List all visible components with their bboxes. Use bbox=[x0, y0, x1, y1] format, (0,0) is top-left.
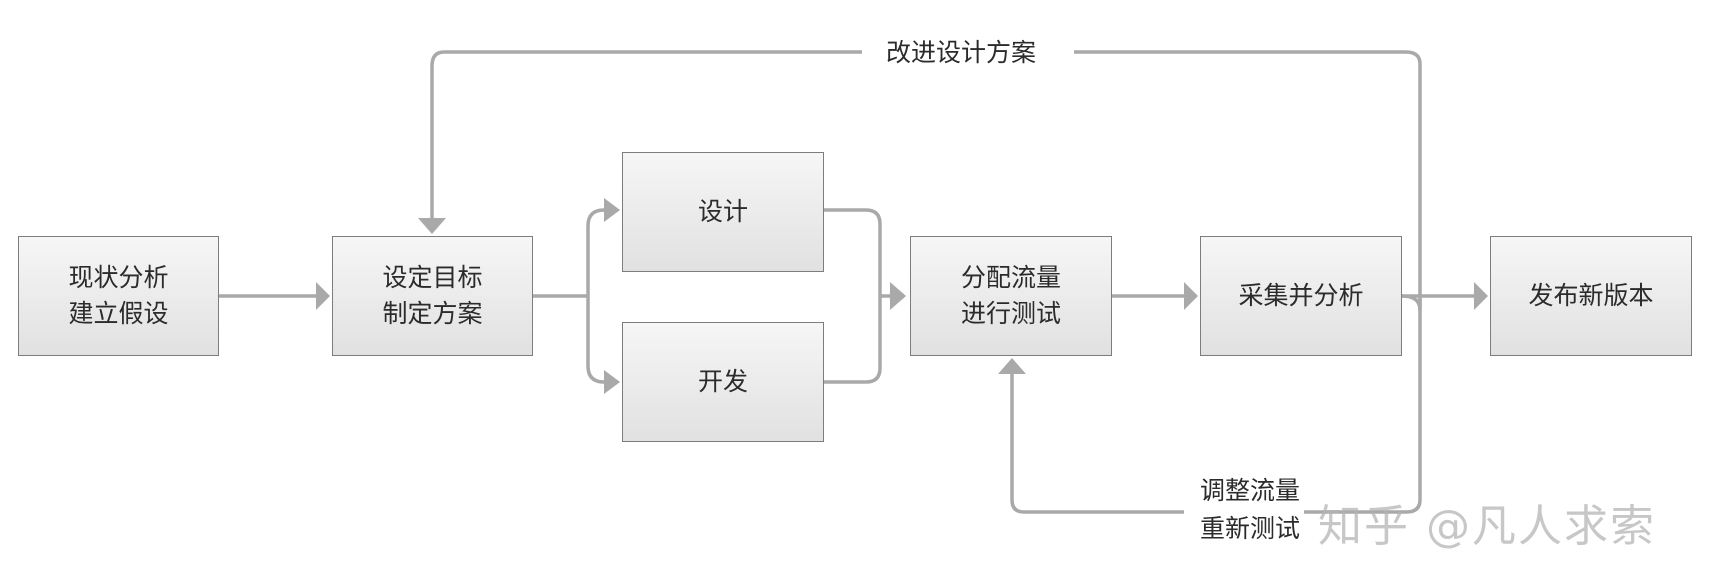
node-release-label: 发布新版本 bbox=[1528, 281, 1654, 310]
arrowhead-release bbox=[1474, 282, 1488, 310]
loop-improve-label: 改进设计方案 bbox=[878, 34, 1045, 72]
node-design-label: 设计 bbox=[697, 197, 748, 226]
node-release: 发布新版本 bbox=[1490, 236, 1692, 356]
node-goal: 设定目标 制定方案 bbox=[332, 236, 533, 356]
node-analysis: 现状分析 建立假设 bbox=[18, 236, 219, 356]
arrowhead-adjust-loop bbox=[998, 358, 1026, 374]
node-collect-label: 采集并分析 bbox=[1238, 281, 1364, 310]
arrowhead-goal bbox=[316, 282, 330, 310]
watermark: 知乎 @凡人求索 bbox=[1318, 501, 1656, 552]
loop-adjust-label: 调整流量 重新测试 bbox=[1196, 472, 1305, 548]
connector-develop-merge bbox=[824, 296, 882, 384]
loop-improve-line bbox=[430, 50, 1422, 312]
connector-branch-develop bbox=[586, 296, 606, 384]
node-traffic-label: 分配流量 进行测试 bbox=[960, 263, 1061, 328]
arrowhead-develop bbox=[604, 370, 620, 394]
arrowhead-improve-loop bbox=[418, 218, 446, 234]
node-analysis-label: 现状分析 建立假设 bbox=[68, 263, 169, 328]
node-design: 设计 bbox=[622, 152, 824, 272]
arrowhead-collect bbox=[1184, 282, 1198, 310]
connector-branch-design bbox=[586, 208, 606, 296]
arrowhead-design bbox=[604, 198, 620, 222]
arrowhead-traffic bbox=[890, 282, 906, 310]
node-traffic: 分配流量 进行测试 bbox=[910, 236, 1112, 356]
connector-design-merge bbox=[824, 208, 882, 296]
node-develop: 开发 bbox=[622, 322, 824, 442]
loop-adjust-line bbox=[1010, 296, 1422, 514]
node-develop-label: 开发 bbox=[697, 367, 748, 396]
node-collect: 采集并分析 bbox=[1200, 236, 1402, 356]
node-goal-label: 设定目标 制定方案 bbox=[382, 263, 483, 328]
